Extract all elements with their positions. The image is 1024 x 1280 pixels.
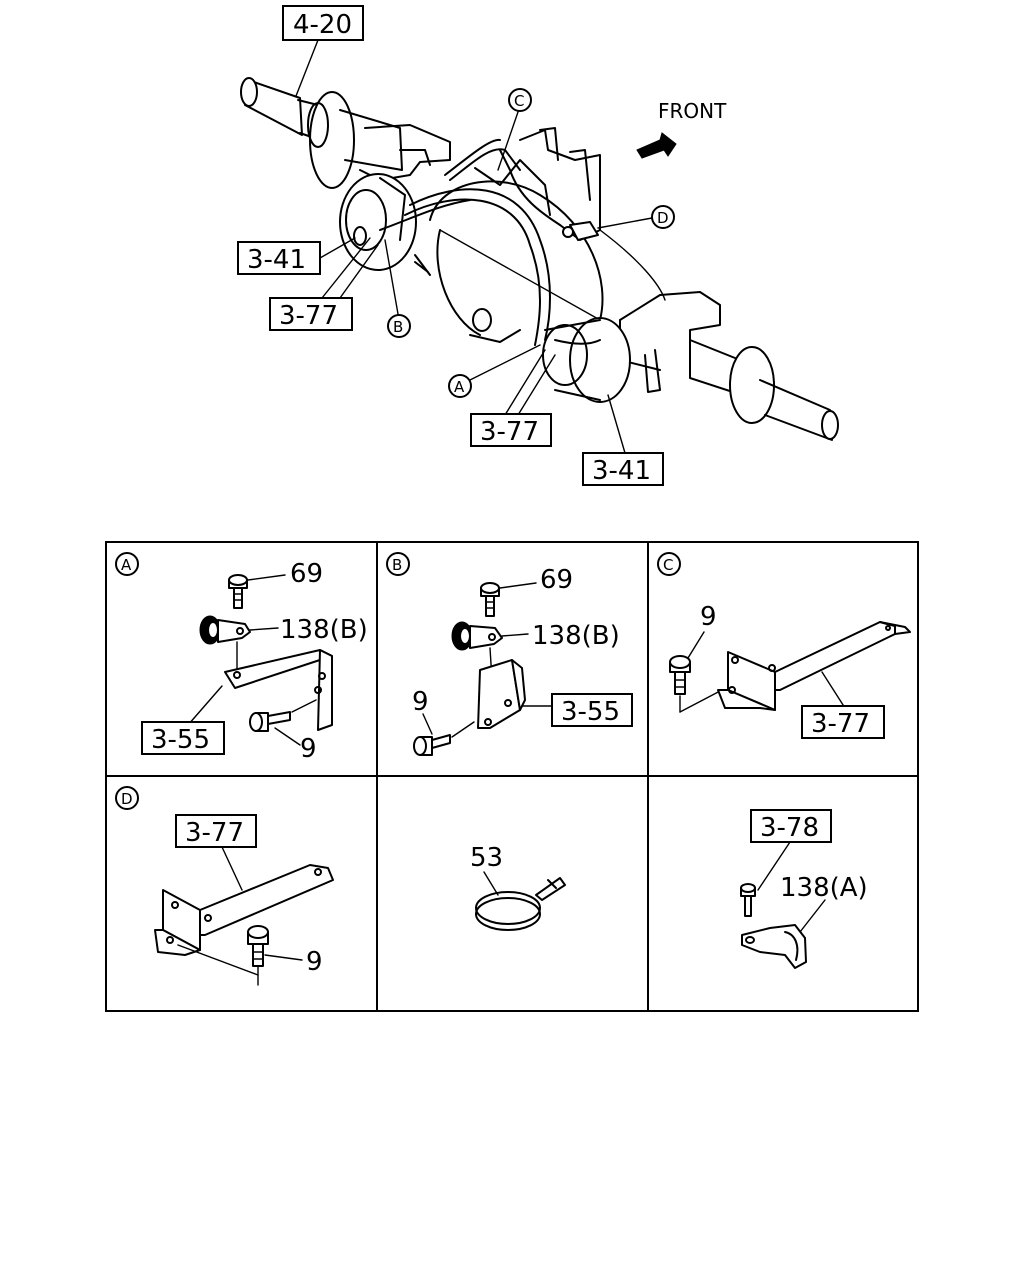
ref-3-41-left-label: 3-41 (247, 245, 306, 275)
ref-3-41-bottom-label: 3-41 (592, 456, 651, 486)
panel-b-part-138b: 138(B) (532, 621, 620, 651)
panel-a-letter: A (121, 556, 132, 574)
bolt-9-icon (249, 711, 291, 732)
band-53-icon (475, 877, 566, 931)
detail-panel-b: B 69 138(B) 3-55 9 (386, 552, 633, 756)
callout-c: C (514, 92, 524, 110)
detail-panel-d: D 3-77 9 (115, 786, 334, 986)
panel-e-part-53: 53 (470, 843, 503, 873)
detail-panel-f: 3-78 138(A) (740, 809, 868, 969)
panel-d-letter: D (121, 790, 133, 808)
bolt-9-icon (247, 925, 269, 967)
bolt-9-icon (669, 655, 691, 695)
bracket-3-55-icon (224, 649, 333, 731)
axle-assembly-illustration (240, 77, 839, 441)
bolt-69-icon (228, 574, 248, 609)
panel-d-ref-3-77: 3-77 (185, 818, 244, 848)
panel-b-letter: B (392, 556, 402, 574)
panel-b-part-9: 9 (412, 687, 429, 717)
detail-grid (105, 541, 919, 1012)
clip-138b-icon (451, 621, 503, 651)
callout-b: B (393, 318, 403, 336)
callout-a: A (454, 378, 465, 396)
panel-c-letter: C (663, 556, 673, 574)
panel-a-part-69: 69 (290, 559, 323, 589)
bracket-3-55-icon (477, 659, 526, 729)
clip-138b-icon (199, 615, 251, 645)
bracket-3-77-icon (717, 621, 911, 711)
callout-d: D (657, 209, 669, 227)
panel-a-part-138b: 138(B) (280, 615, 368, 645)
panel-b-ref-3-55: 3-55 (561, 697, 620, 727)
bracket-3-77-icon (154, 864, 334, 956)
panel-c-part-9: 9 (700, 602, 717, 632)
front-label: FRONT (658, 99, 727, 123)
detail-panel-c: C 9 3-77 (657, 552, 911, 739)
panel-f-part-138a: 138(A) (780, 873, 868, 903)
ref-4-20-label: 4-20 (293, 10, 352, 40)
bolt-138a-icon (740, 883, 756, 917)
panel-a-part-9: 9 (300, 734, 317, 764)
clip-138a-icon (741, 924, 807, 969)
panel-f-ref-3-78: 3-78 (760, 813, 819, 843)
ref-3-77-left-label: 3-77 (279, 301, 338, 331)
detail-panel-a: A 69 138(B) 3-55 (115, 552, 368, 764)
bolt-69-icon (480, 582, 500, 617)
panel-b-part-69: 69 (540, 565, 573, 595)
panel-c-ref-3-77: 3-77 (811, 709, 870, 739)
panel-a-ref-3-55: 3-55 (151, 725, 210, 755)
bolt-9-icon (413, 734, 451, 756)
ref-3-77-bottom-label: 3-77 (480, 417, 539, 447)
detail-panel-e: 53 (470, 843, 566, 931)
front-arrow-icon (636, 132, 677, 159)
panel-d-part-9: 9 (306, 947, 323, 977)
